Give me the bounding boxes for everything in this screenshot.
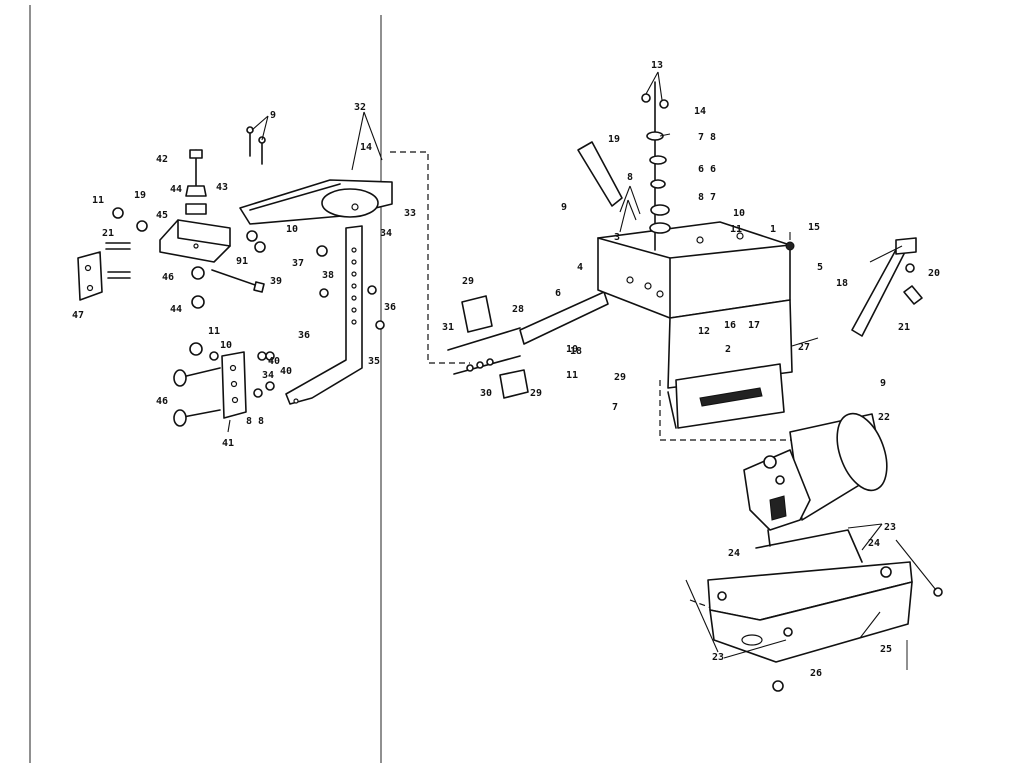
callout-12: 12 xyxy=(698,326,710,337)
callout-32: 32 xyxy=(354,102,366,113)
callout-38: 38 xyxy=(322,270,334,281)
callout-9c: 9 xyxy=(880,378,886,389)
callout-10b: 10 xyxy=(220,340,232,351)
callout-26: 26 xyxy=(810,668,822,679)
callout-37: 37 xyxy=(292,258,304,269)
arm-19-right xyxy=(851,237,923,337)
callout-29b: 29 xyxy=(530,388,542,399)
callout-21a: 21 xyxy=(102,228,114,239)
callout-29a: 29 xyxy=(462,276,474,287)
callout-20: 20 xyxy=(928,268,940,279)
callout-6: 6 xyxy=(555,288,561,299)
callout-87: 8 7 xyxy=(698,192,716,203)
callout-11d: 11 xyxy=(566,370,578,381)
callout-41: 41 xyxy=(222,438,234,449)
callout-44b: 44 xyxy=(170,304,182,315)
callout-11c: 11 xyxy=(730,224,742,235)
callout-40b: 40 xyxy=(280,366,292,377)
leader-lines xyxy=(227,71,937,659)
callout-30: 30 xyxy=(480,388,492,399)
callout-14b: 14 xyxy=(694,106,706,117)
bracket-45-assembly xyxy=(159,149,265,309)
callout-23b: 23 xyxy=(712,652,724,663)
callout-15: 15 xyxy=(808,222,820,233)
callout-11b: 11 xyxy=(208,326,220,337)
callout-42: 42 xyxy=(156,154,168,165)
callout-36b: 36 xyxy=(298,330,310,341)
circuit-board-2 xyxy=(667,363,785,429)
alignment-line-rail xyxy=(390,151,470,364)
hinge-bracket-assembly xyxy=(77,207,148,301)
callout-31: 31 xyxy=(442,322,454,333)
callout-91: 91 xyxy=(236,256,248,267)
callout-33: 33 xyxy=(404,208,416,219)
trolley-assembly xyxy=(447,291,609,399)
callout-19a: 19 xyxy=(134,190,146,201)
callout-88: 8 8 xyxy=(246,416,264,427)
callout-9b: 9 xyxy=(561,202,567,213)
callout-24a: 24 xyxy=(728,548,740,559)
chassis-1 xyxy=(597,221,795,389)
callout-35: 35 xyxy=(368,356,380,367)
callout-25: 25 xyxy=(880,644,892,655)
door-bracket-41 xyxy=(173,342,275,427)
callout-4: 4 xyxy=(577,262,583,273)
callout-14a: 14 xyxy=(360,142,372,153)
callout-44a: 44 xyxy=(170,184,182,195)
callout-23: 23 xyxy=(884,522,896,533)
callout-10d: 10 xyxy=(566,344,578,355)
callout-78: 7 8 xyxy=(698,132,716,143)
arm-19-left xyxy=(577,141,623,207)
callout-22: 22 xyxy=(878,412,890,423)
callout-36a: 36 xyxy=(384,302,396,313)
gear-stack xyxy=(641,81,671,251)
callout-39: 39 xyxy=(270,276,282,287)
motor-22 xyxy=(743,412,888,547)
callout-10a: 10 xyxy=(286,224,298,235)
callout-34a: 34 xyxy=(380,228,392,239)
callout-40a: 40 xyxy=(268,356,280,367)
callout-2: 2 xyxy=(725,344,731,355)
callout-46a: 46 xyxy=(162,272,174,283)
callout-28: 28 xyxy=(512,304,524,315)
callout-9a: 9 xyxy=(270,110,276,121)
callout-27: 27 xyxy=(798,342,810,353)
callout-21b: 21 xyxy=(898,322,910,333)
callout-66: 6 6 xyxy=(698,164,716,175)
callout-16: 16 xyxy=(724,320,736,331)
callout-18b: 18 xyxy=(570,346,582,357)
callout-29c: 29 xyxy=(614,372,626,383)
callout-46b: 46 xyxy=(156,396,168,407)
rail-bracket-33 xyxy=(239,126,393,253)
callout-labels: 1 2 3 4 5 6 7 8 9 9 9 10 10 10 10 11 11 … xyxy=(72,60,940,679)
callout-24b: 24 xyxy=(868,538,880,549)
callout-17: 17 xyxy=(748,320,760,331)
callout-34b: 34 xyxy=(262,370,274,381)
callout-5: 5 xyxy=(817,262,823,273)
callout-45: 45 xyxy=(156,210,168,221)
callout-10c: 10 xyxy=(733,208,745,219)
callout-47: 47 xyxy=(72,310,84,321)
callout-3: 3 xyxy=(614,232,620,243)
callout-7: 7 xyxy=(612,402,618,413)
callout-11a: 11 xyxy=(92,195,104,206)
cover-25 xyxy=(707,529,943,692)
door-arm-35 xyxy=(285,225,385,405)
callout-1: 1 xyxy=(770,224,776,235)
callout-43: 43 xyxy=(216,182,228,193)
callout-18a: 18 xyxy=(836,278,848,289)
callout-19b: 19 xyxy=(608,134,620,145)
callout-13: 13 xyxy=(651,60,663,71)
callout-8: 8 xyxy=(627,172,633,183)
